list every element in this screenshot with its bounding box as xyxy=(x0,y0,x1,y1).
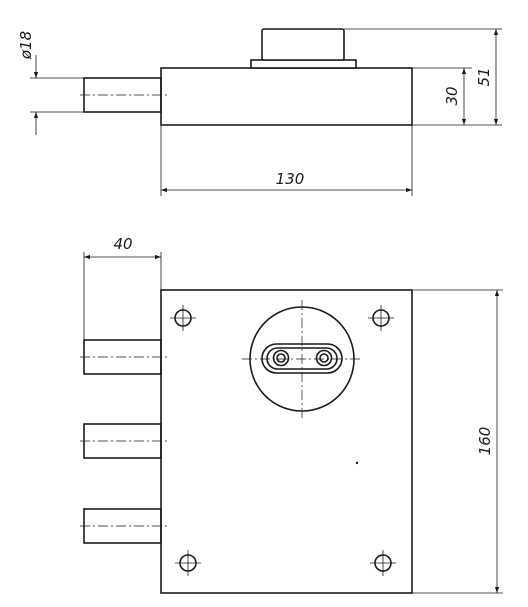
dim-bolt-length-label: 40 xyxy=(113,235,132,253)
knob xyxy=(261,28,345,61)
dim-width-label: 130 xyxy=(276,170,305,188)
dim-total-height-label: 51 xyxy=(475,67,493,86)
dim-diameter-label: ø18 xyxy=(17,31,35,60)
key-slot-inner xyxy=(266,347,338,370)
knob-base xyxy=(250,59,357,69)
dim-front-height-label: 160 xyxy=(476,427,494,456)
slot-pin-left xyxy=(272,349,290,367)
mounting-hole-bottom-right xyxy=(370,550,396,576)
mounting-hole-top-left xyxy=(170,305,196,331)
lock-body-top xyxy=(160,67,413,126)
mounting-hole-bottom-left xyxy=(175,550,201,576)
top-view: ø18 30 51 130 xyxy=(17,28,502,196)
front-view: 40 160 xyxy=(80,235,503,594)
dim-body-height-label: 30 xyxy=(443,86,461,105)
key-slot-outer xyxy=(261,343,343,374)
mounting-hole-top-right xyxy=(368,305,394,331)
slot-pin-right xyxy=(315,349,333,367)
lock-body-front xyxy=(160,289,413,594)
